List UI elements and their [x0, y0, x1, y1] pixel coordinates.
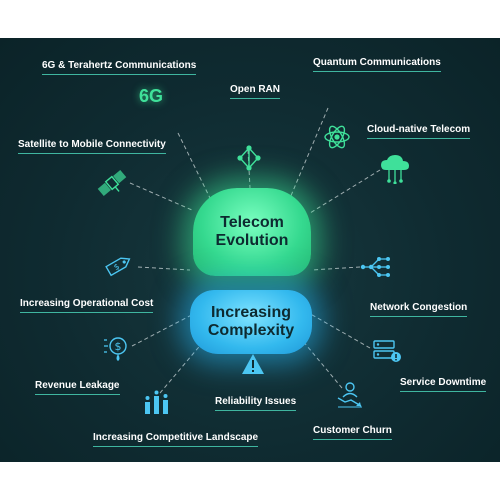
label-reliability-issues: Reliability Issues	[215, 396, 297, 411]
server-alert-icon	[373, 340, 401, 362]
atom-icon	[324, 125, 350, 149]
connector-operational-cost	[137, 266, 191, 271]
label-operational-cost: Increasing Operational Cost	[20, 298, 154, 313]
label-revenue-leakage: Revenue Leakage	[35, 380, 120, 395]
label-cloud-native: Cloud-native Telecom	[367, 124, 471, 139]
label-service-downtime: Service Downtime	[400, 377, 487, 392]
network-nodes-icon	[237, 145, 261, 171]
increasing-complexity-line2: Complexity	[207, 322, 295, 339]
increasing-complexity-cloud: Increasing Complexity	[190, 290, 312, 354]
connector-competitive	[159, 315, 226, 394]
connector-satellite	[129, 182, 193, 211]
dollar-leak-icon: $	[104, 337, 127, 361]
satellite-icon	[97, 169, 127, 197]
svg-text:$: $	[112, 262, 121, 272]
connector-congestion	[311, 266, 361, 271]
telecom-evolution-line1: Telecom	[220, 214, 284, 232]
customer-churn-icon	[337, 382, 362, 408]
label-open-ran: Open RAN	[230, 84, 280, 99]
network-branch-icon	[360, 257, 390, 277]
connector-cloud-native	[309, 169, 381, 214]
label-competitive-landscape: Increasing Competitive Landscape	[93, 432, 259, 447]
telecom-evolution-line2: Evolution	[215, 232, 289, 249]
label-6g-terahertz: 6G & Terahertz Communications	[42, 60, 197, 75]
label-network-congestion: Network Congestion	[370, 302, 468, 317]
increasing-complexity-line1: Increasing	[210, 304, 292, 322]
telecom-evolution-cloud: Telecom Evolution	[193, 188, 311, 276]
connector-open-ran	[247, 149, 251, 189]
price-tag-icon: $	[105, 257, 131, 277]
competition-bars-icon	[145, 390, 168, 414]
6g-icon: 6G	[139, 86, 164, 106]
label-quantum: Quantum Communications	[313, 57, 441, 72]
label-satellite: Satellite to Mobile Connectivity	[18, 139, 166, 154]
cloud-network-icon	[381, 155, 409, 184]
connector-6g	[177, 132, 211, 199]
label-customer-churn: Customer Churn	[313, 425, 392, 440]
svg-text:$: $	[115, 340, 122, 353]
connector-quantum	[289, 107, 329, 199]
warning-icon	[242, 354, 264, 374]
diagram-panel: Telecom Evolution Increasing Complexity …	[0, 38, 500, 462]
